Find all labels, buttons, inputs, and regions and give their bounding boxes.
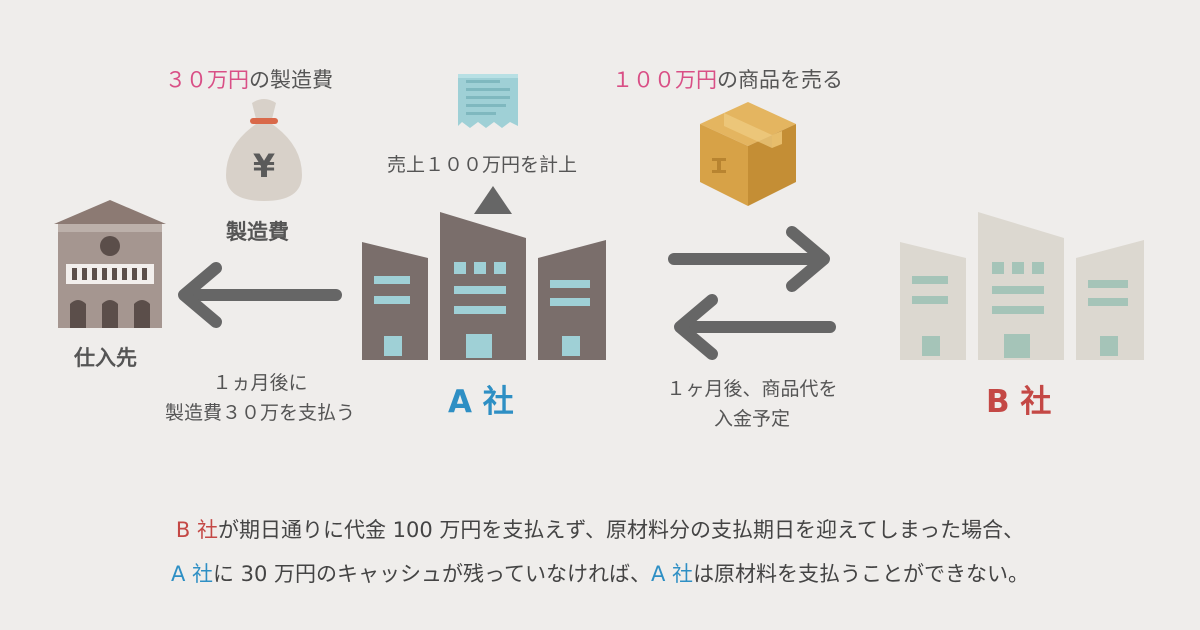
footer-company-a-2: A 社 xyxy=(651,562,694,586)
payment-note-line1: １ヵ月後に xyxy=(212,372,308,394)
up-triangle-icon xyxy=(474,186,512,214)
cost-label: ３０万円の製造費 xyxy=(165,64,333,94)
footer-line2-mid: に 30 万円のキャッシュが残っていなければ、 xyxy=(212,562,652,586)
receipt-note-line2: 入金予定 xyxy=(713,408,790,430)
sale-label: １００万円の商品を売る xyxy=(612,64,843,94)
company-a-buildings-icon xyxy=(362,212,606,360)
bank-building-icon xyxy=(54,200,166,328)
company-b-buildings-icon xyxy=(900,212,1144,360)
supplier-label: 仕入先 xyxy=(74,346,137,370)
footer-company-a-1: A 社 xyxy=(170,562,213,586)
cost-suffix: の製造費 xyxy=(249,68,333,92)
arrow-left-to-supplier xyxy=(178,262,342,328)
moneybag-label: 製造費 xyxy=(226,220,289,244)
arrow-left-to-a xyxy=(674,294,836,360)
cost-amount: ３０万円 xyxy=(165,68,249,92)
footer-line-1: B 社が期日通りに代金 100 万円を支払えず、原材料分の支払期日を迎えてしまっ… xyxy=(0,508,1200,552)
company-b-label: B 社 xyxy=(986,384,1052,420)
arrow-right-to-b xyxy=(668,226,830,292)
footer-line1-text: が期日通りに代金 100 万円を支払えず、原材料分の支払期日を迎えてしまった場合… xyxy=(218,518,1025,542)
cardboard-box-icon xyxy=(700,102,796,206)
sale-suffix: の商品を売る xyxy=(717,68,843,92)
yen-moneybag-icon: ¥ xyxy=(226,99,302,201)
footer-line-2: A 社に 30 万円のキャッシュが残っていなければ、A 社は原材料を支払うことが… xyxy=(0,552,1200,596)
footer-line2-rest: は原材料を支払うことができない。 xyxy=(693,562,1030,586)
footer-company-b: B 社 xyxy=(175,518,218,542)
svg-text:¥: ¥ xyxy=(253,147,275,185)
company-a-label: A 社 xyxy=(448,384,514,420)
footer-explanation: B 社が期日通りに代金 100 万円を支払えず、原材料分の支払期日を迎えてしまっ… xyxy=(0,508,1200,596)
receipt-icon xyxy=(458,74,518,128)
payment-note-line2: 製造費３０万を支払う xyxy=(164,402,355,424)
receipt-note: １ヶ月後、商品代を 入金予定 xyxy=(634,374,870,434)
receipt-note-line1: １ヶ月後、商品代を xyxy=(666,378,838,400)
revenue-note: 売上１００万円を計上 xyxy=(387,154,578,176)
payment-note: １ヵ月後に 製造費３０万を支払う xyxy=(140,368,380,428)
sale-amount: １００万円 xyxy=(612,68,717,92)
